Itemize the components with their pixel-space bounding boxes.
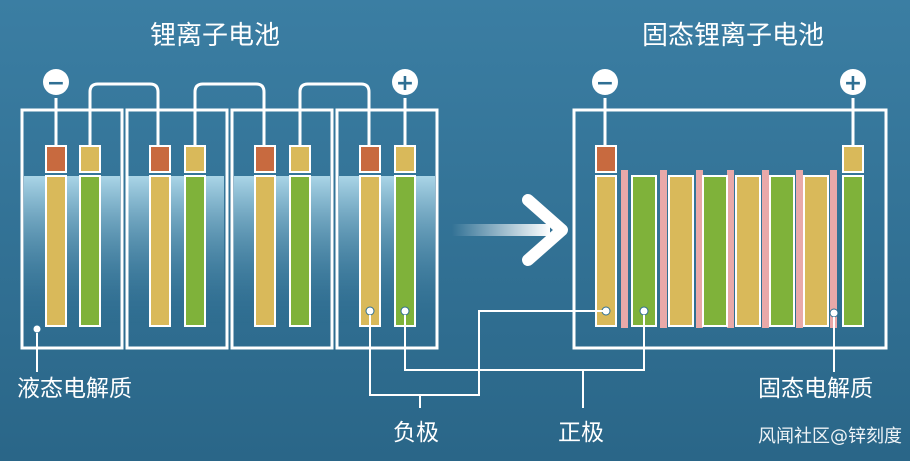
- cathode: [184, 175, 206, 327]
- solid-electrolyte-layer: [660, 170, 667, 328]
- anode: [359, 175, 381, 327]
- solid-electrolyte-layer: [727, 170, 734, 328]
- solid-electrolyte-layer: [796, 170, 803, 328]
- anode-tab: [359, 145, 381, 173]
- liquid-pointer-dot: [32, 324, 42, 334]
- solid-pointer-dot: [829, 308, 839, 318]
- plus-sign: +: [396, 71, 414, 96]
- cathode-tab: [842, 145, 864, 173]
- electrodes-left: [45, 145, 416, 327]
- cell-frame-2: [125, 108, 229, 350]
- terminal-negative-left: −: [43, 69, 69, 96]
- liquid-battery: − +: [20, 69, 439, 372]
- title-lithium-ion: 锂离子电池: [150, 21, 280, 51]
- label-liquid-electrolyte: 液态电解质: [17, 376, 132, 402]
- electrode-leader-lines: [365, 306, 649, 408]
- label-positive-electrode: 正极: [558, 420, 604, 446]
- anode-tab: [149, 145, 171, 173]
- watermark: 风闻社区@锌刻度: [758, 426, 902, 447]
- solid-electrolyte-layer: [621, 170, 628, 328]
- solid-battery: − +: [572, 69, 888, 372]
- terminal-positive-left: +: [392, 69, 418, 96]
- electrodes-right: [631, 175, 829, 327]
- cathode: [394, 175, 416, 327]
- cell-frame-1: [20, 108, 124, 350]
- anode: [254, 175, 276, 327]
- plus-icon: [392, 69, 418, 95]
- cathode-tab: [184, 145, 206, 173]
- anode: [45, 175, 67, 327]
- cathode: [769, 175, 795, 327]
- arrow-icon: [452, 194, 568, 266]
- anode: [668, 175, 694, 327]
- cathode: [79, 175, 101, 327]
- plus-sign: +: [844, 71, 862, 96]
- label-negative-electrode: 负极: [393, 420, 439, 446]
- terminal-positive-right: +: [840, 69, 866, 96]
- solid-electrolyte-layer: [830, 170, 837, 328]
- label-solid-electrolyte: 固态电解质: [758, 376, 873, 402]
- anode: [595, 175, 617, 327]
- anode-tab: [45, 145, 67, 173]
- anode-tab: [595, 145, 617, 173]
- solid-electrolyte-layer: [762, 170, 769, 328]
- minus-sign: −: [596, 71, 614, 96]
- terminal-negative-right: −: [592, 69, 618, 96]
- liquid-electrolyte: [24, 176, 435, 326]
- plus-icon: [840, 69, 866, 95]
- title-solid-state: 固态锂离子电池: [642, 21, 824, 51]
- cell-frames: [20, 108, 439, 350]
- cathode: [702, 175, 728, 327]
- cathode: [842, 175, 864, 327]
- minus-icon: [592, 69, 618, 95]
- anode: [735, 175, 761, 327]
- minus-sign: −: [47, 71, 65, 96]
- anode: [149, 175, 171, 327]
- solid-electrolyte-layers: [621, 170, 837, 328]
- cathode: [631, 175, 657, 327]
- solid-cell-frame: [572, 108, 888, 350]
- anode: [803, 175, 829, 327]
- cell-frame-3: [230, 108, 334, 350]
- anode-tab: [254, 145, 276, 173]
- cathode-tab: [289, 145, 311, 173]
- solid-electrolyte-layer: [696, 170, 703, 328]
- cathode-tab: [394, 145, 416, 173]
- cathode-tab: [79, 145, 101, 173]
- minus-icon: [43, 69, 69, 95]
- cathode: [289, 175, 311, 327]
- series-wires: [54, 82, 407, 145]
- cell-frame-4: [335, 108, 439, 350]
